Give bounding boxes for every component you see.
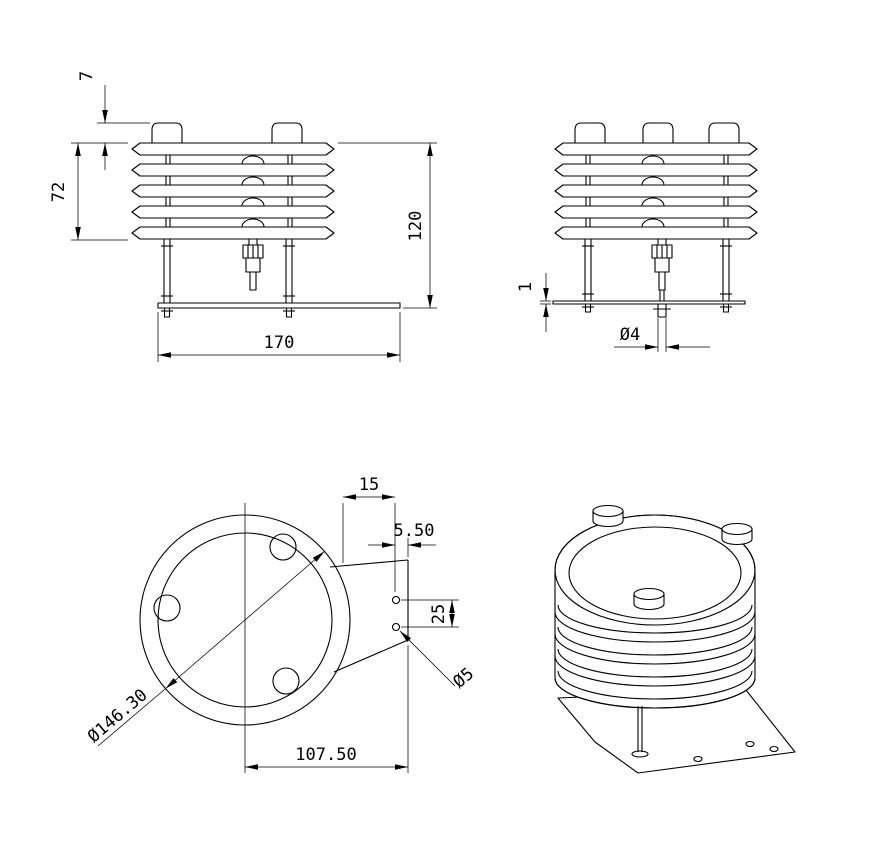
iso-top-inner-rim <box>568 526 742 620</box>
louver-plate <box>554 226 758 240</box>
dim-hole-diameter-label: Ø5 <box>450 664 479 692</box>
louver-plate <box>554 142 758 156</box>
side-sensor-probe <box>651 238 673 301</box>
shield-inner-circle <box>157 532 333 708</box>
bracket-hole <box>391 595 401 605</box>
louver-gap <box>585 217 729 228</box>
louver-gap <box>165 196 293 207</box>
front-cap <box>271 122 303 144</box>
dim-cap-height: 7 <box>77 71 150 170</box>
dim-hole-diameter: Ø5 <box>399 630 479 692</box>
dim-hole-spacing-label: 25 <box>429 604 449 624</box>
dim-bracket-inset: 15 <box>342 475 396 592</box>
iso-cap <box>721 522 753 546</box>
dim-hole-to-edge-label: 5.50 <box>394 521 435 541</box>
louver-plate <box>131 226 335 240</box>
dim-hole-spacing: 25 <box>401 599 459 628</box>
cap-hole <box>153 594 181 622</box>
louver-gap <box>585 175 729 186</box>
louver-plate <box>131 184 335 198</box>
iso-shield-body <box>554 514 756 709</box>
front-louver-stack <box>131 122 335 240</box>
louver-gap <box>165 217 293 228</box>
louver-gap <box>585 196 729 207</box>
louver-plate <box>554 184 758 198</box>
dim-plate-thickness: 1 <box>516 273 551 332</box>
dim-plate-thickness-label: 1 <box>516 282 536 292</box>
dim-overall-height: 120 <box>338 142 437 309</box>
dim-louver-stack-height-label: 72 <box>49 182 69 202</box>
louver-gap <box>585 154 729 165</box>
iso-sensor-leg <box>631 706 649 758</box>
side-cap <box>574 122 606 144</box>
louver-plate <box>131 205 335 219</box>
front-legs <box>161 238 295 304</box>
dim-center-to-edge-label: 107.50 <box>295 745 356 765</box>
mounting-bracket <box>329 559 409 673</box>
iso-top-rim <box>554 514 756 626</box>
louver-gap <box>165 154 293 165</box>
dim-bracket-inset-label: 15 <box>359 475 379 495</box>
front-base-plate <box>157 302 401 318</box>
dim-base-width: 170 <box>157 312 401 362</box>
louver-plate <box>131 142 335 156</box>
louver-plate <box>131 163 335 177</box>
dim-outer-diameter-label: Ø146.30 <box>84 685 151 747</box>
dim-cap-height-label: 7 <box>77 71 97 81</box>
louver-plate <box>554 205 758 219</box>
front-view: 7 72 120 170 <box>49 71 437 362</box>
iso-cap <box>633 587 665 611</box>
side-louver-stack <box>554 122 758 240</box>
dim-center-to-edge: 107.50 <box>245 645 409 773</box>
isometric-view <box>554 504 796 774</box>
dim-overall-height-label: 120 <box>406 211 426 242</box>
side-cap <box>708 122 740 144</box>
bottom-view: Ø146.30 15 5.50 25 Ø5 107.50 <box>84 475 478 773</box>
dim-bolt-diameter: Ø4 <box>614 318 710 352</box>
louver-gap <box>165 175 293 186</box>
side-base-plate <box>552 300 746 318</box>
front-sensor-probe <box>242 238 264 291</box>
shield-outer-circle <box>139 514 351 726</box>
iso-cap <box>592 504 624 528</box>
dim-base-width-label: 170 <box>264 333 295 353</box>
dim-louver-stack-height: 72 <box>49 142 128 241</box>
louver-plate <box>554 163 758 177</box>
bracket-hole <box>391 622 401 632</box>
cap-hole <box>272 667 300 695</box>
side-view: 1 Ø4 <box>516 122 758 352</box>
dim-hole-to-edge: 5.50 <box>368 521 436 557</box>
iso-plate-holes <box>693 740 779 763</box>
dim-outer-diameter: Ø146.30 <box>84 551 325 747</box>
dim-bolt-diameter-label: Ø4 <box>620 325 640 345</box>
front-cap <box>151 122 183 144</box>
side-cap <box>642 122 674 144</box>
